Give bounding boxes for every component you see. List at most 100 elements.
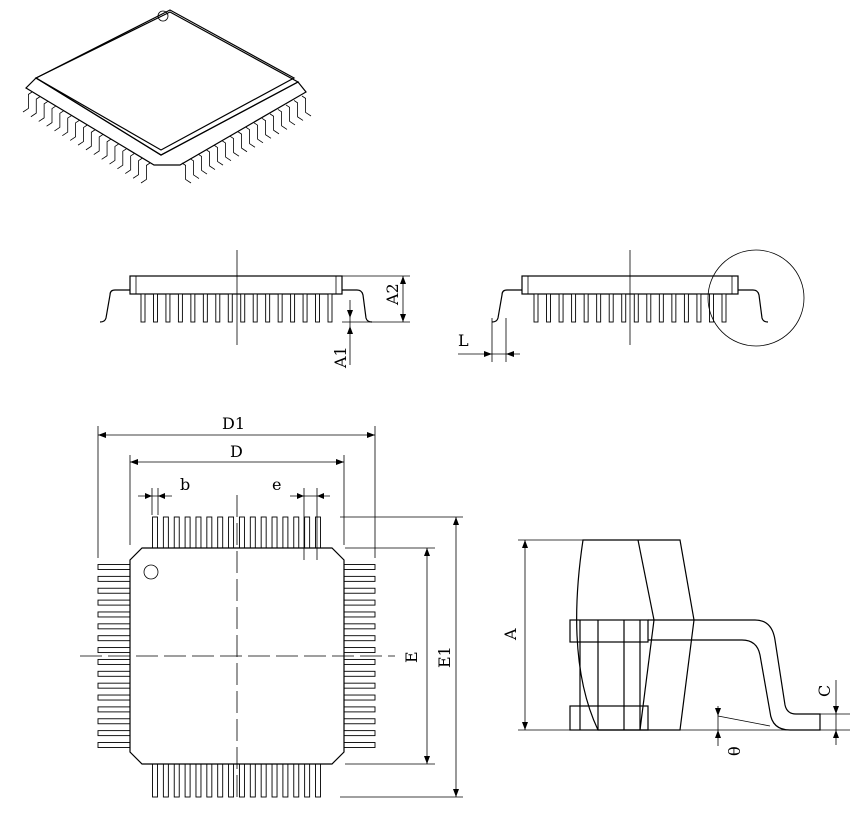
- side-lead: [709, 293, 714, 323]
- iso-lead: [46, 105, 56, 127]
- lead-right: [343, 658, 376, 665]
- lead-left: [97, 718, 131, 725]
- lead-top: [206, 516, 213, 549]
- lead-right: [343, 647, 376, 654]
- lead-right: [343, 564, 376, 570]
- lead-right: [343, 599, 376, 606]
- lead-top: [217, 516, 224, 549]
- lead-right: [343, 694, 376, 701]
- lead-top: [184, 516, 191, 549]
- dim-label-A: A: [501, 628, 520, 641]
- iso-lead: [93, 134, 104, 155]
- lead-left: [97, 682, 131, 689]
- lead-bottom: [184, 763, 191, 798]
- iso-lead: [125, 153, 135, 174]
- iso-lead: [293, 100, 304, 121]
- lead-left: [97, 599, 131, 606]
- side-lead: [202, 293, 208, 323]
- lead-top: [228, 516, 235, 549]
- lead-right: [343, 682, 376, 689]
- side-lead: [671, 293, 677, 323]
- lead-left: [97, 647, 131, 654]
- iso-lead: [69, 120, 80, 141]
- lead-bottom: [249, 763, 256, 798]
- side-lead: [608, 293, 614, 323]
- lead-right: [343, 706, 376, 713]
- top-view: D1 D b e E E1: [80, 414, 463, 800]
- lead-right: [343, 635, 376, 642]
- side-lead: [546, 293, 551, 323]
- package-outline: [129, 547, 345, 765]
- lead-top: [304, 516, 311, 549]
- isometric-leads: [22, 91, 312, 184]
- lead-right: [343, 611, 376, 618]
- dim-label-A2: A2: [383, 283, 402, 306]
- iso-lead: [132, 157, 143, 179]
- dim-label-D1: D1: [222, 414, 245, 433]
- side-body: [129, 275, 343, 295]
- side-lead: [265, 293, 271, 323]
- iso-lead: [245, 126, 256, 148]
- detail-lead: [648, 619, 821, 731]
- side-lead: [227, 293, 233, 323]
- dim-label-L: L: [458, 331, 469, 350]
- lead-left: [97, 706, 131, 713]
- lead-left: [97, 575, 131, 582]
- lead-bottom: [315, 763, 321, 798]
- lead-right: [343, 742, 376, 748]
- side-body: [521, 275, 739, 295]
- dim-label-E: E: [402, 651, 421, 663]
- side-lead: [327, 293, 333, 323]
- lead-right: [343, 670, 376, 677]
- iso-lead: [22, 91, 33, 113]
- iso-lead: [229, 135, 240, 157]
- iso-lead: [181, 162, 192, 184]
- iso-lead: [301, 95, 312, 117]
- iso-lead: [77, 124, 88, 146]
- isometric-view: [22, 9, 312, 184]
- lead-bottom: [173, 763, 180, 798]
- side-lead: [558, 293, 564, 323]
- lead-bottom: [260, 763, 267, 798]
- side-lead: [583, 293, 589, 323]
- lead-right: [343, 575, 376, 582]
- lead-left: [97, 730, 131, 737]
- side-lead: [302, 293, 308, 323]
- pin1-marker-dot: [143, 564, 159, 580]
- dim-label-D: D: [230, 442, 243, 461]
- iso-lead: [38, 101, 48, 122]
- lead-left: [97, 635, 131, 642]
- side-lead: [277, 293, 283, 323]
- side-lead: [533, 293, 539, 323]
- lead-left: [97, 623, 131, 630]
- lead-left: [97, 658, 131, 665]
- dim-label-E1: E1: [435, 646, 454, 668]
- lead-right: [343, 623, 376, 630]
- lead-bottom: [228, 763, 235, 798]
- iso-lead: [277, 109, 288, 130]
- lead-bottom: [271, 763, 278, 798]
- dim-label-e: e: [272, 475, 281, 494]
- lead-left: [97, 694, 131, 701]
- lead-top: [315, 516, 321, 549]
- lead-top: [293, 516, 300, 549]
- dim-label-C: C: [815, 685, 834, 697]
- side-lead: [633, 293, 639, 323]
- side-lead: [621, 293, 627, 323]
- iso-lead: [85, 129, 96, 151]
- iso-lead: [213, 144, 224, 166]
- lead-top: [282, 516, 289, 549]
- lead-right: [343, 718, 376, 725]
- side-b-leads: [533, 293, 727, 323]
- iso-lead: [54, 110, 64, 132]
- side-lead: [646, 293, 652, 323]
- iso-lead: [261, 118, 272, 139]
- iso-lead: [109, 143, 119, 165]
- lead-top: [162, 516, 169, 549]
- side-lead: [683, 293, 689, 323]
- iso-lead: [221, 140, 232, 161]
- lead-top: [173, 516, 180, 549]
- lead-left: [97, 670, 131, 677]
- lead-top: [271, 516, 278, 549]
